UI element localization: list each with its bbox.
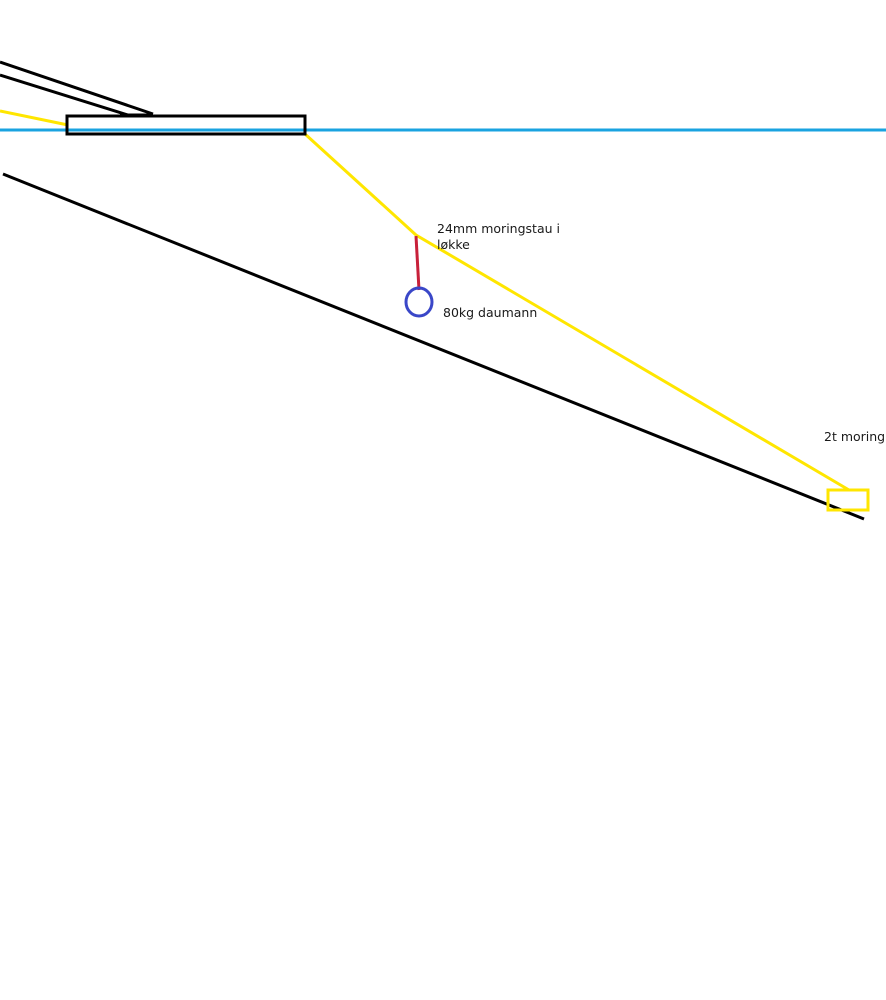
gangway-line-lower: [0, 73, 132, 118]
mooring-line-left: [0, 109, 69, 127]
rope-label-line1: 24mm moringstau i: [437, 221, 560, 236]
weight-label: 80kg daumann: [443, 305, 538, 320]
floating-dock: [65, 114, 307, 136]
rectangle-anchor-block-icon: [826, 488, 870, 512]
rope-label: 24mm moringstau i løkke: [437, 221, 560, 253]
gangway-line-upper: [0, 60, 154, 116]
seabed-line: [2, 172, 865, 521]
rope-label-line2: løkke: [437, 237, 470, 252]
mooring-line: [303, 132, 850, 492]
mooring-label: 2t moring: [824, 429, 886, 444]
weight-rope: [414, 235, 421, 291]
circle-weight-icon: [404, 286, 434, 318]
